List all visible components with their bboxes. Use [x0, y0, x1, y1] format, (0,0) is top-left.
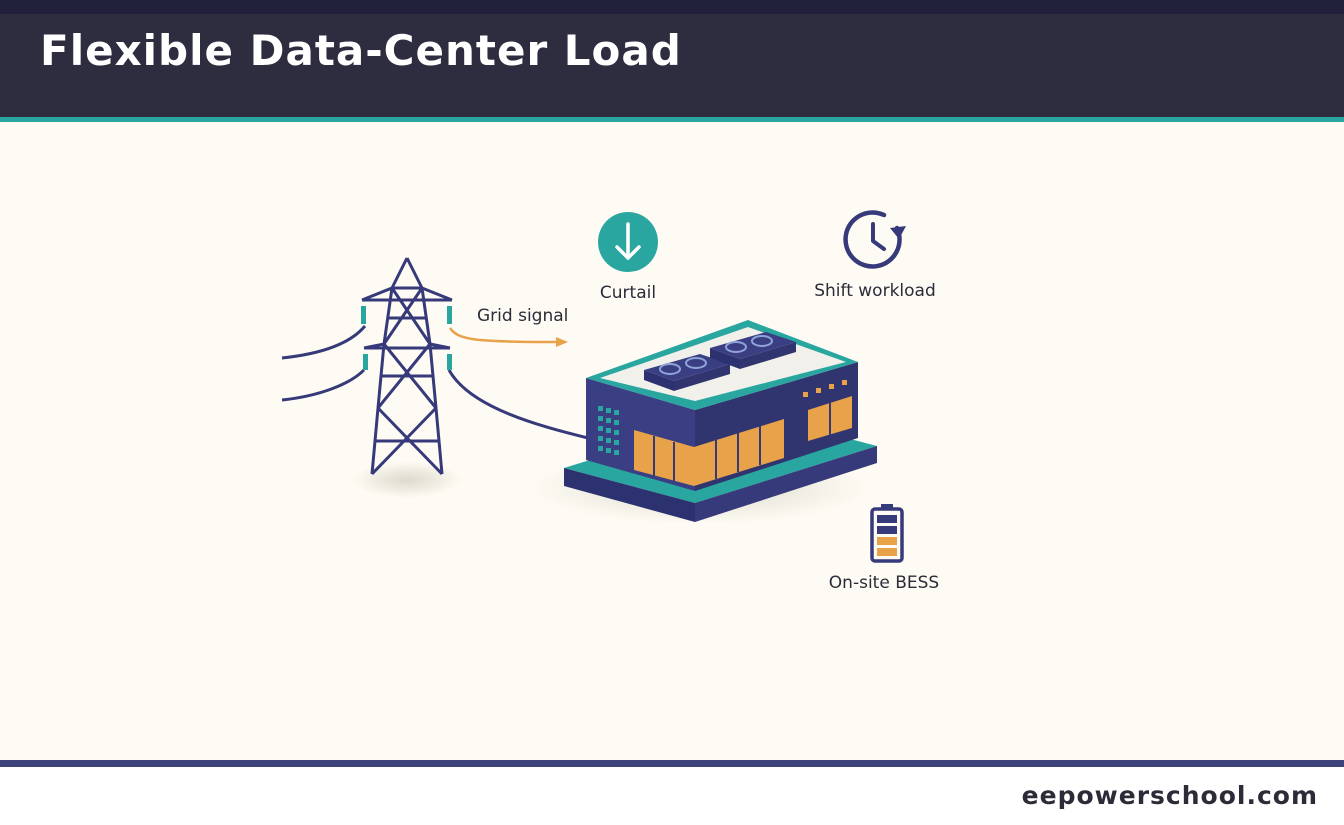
site-url[interactable]: eepowerschool.com [1021, 781, 1318, 810]
grid-signal-label: Grid signal [477, 306, 568, 326]
shift-workload-label: Shift workload [814, 281, 936, 301]
diagram-svg: Grid signal Curtail Shift workload [281, 210, 939, 593]
curtail-label: Curtail [600, 283, 656, 303]
footer: eepowerschool.com [0, 767, 1344, 825]
grid-signal-arrow [448, 327, 568, 347]
diagram-canvas: Grid signal Curtail Shift workload [0, 108, 1344, 760]
battery-icon [870, 504, 904, 563]
page-title: Flexible Data-Center Load [40, 26, 682, 75]
footer-divider [0, 760, 1344, 767]
down-arrow-icon [598, 212, 658, 272]
clock-refresh-icon [843, 210, 906, 269]
data-center-building-icon [530, 320, 877, 524]
header-bar: Flexible Data-Center Load [0, 0, 1344, 122]
bess-label: On-site BESS [829, 573, 939, 593]
transmission-tower-icon [281, 257, 589, 498]
